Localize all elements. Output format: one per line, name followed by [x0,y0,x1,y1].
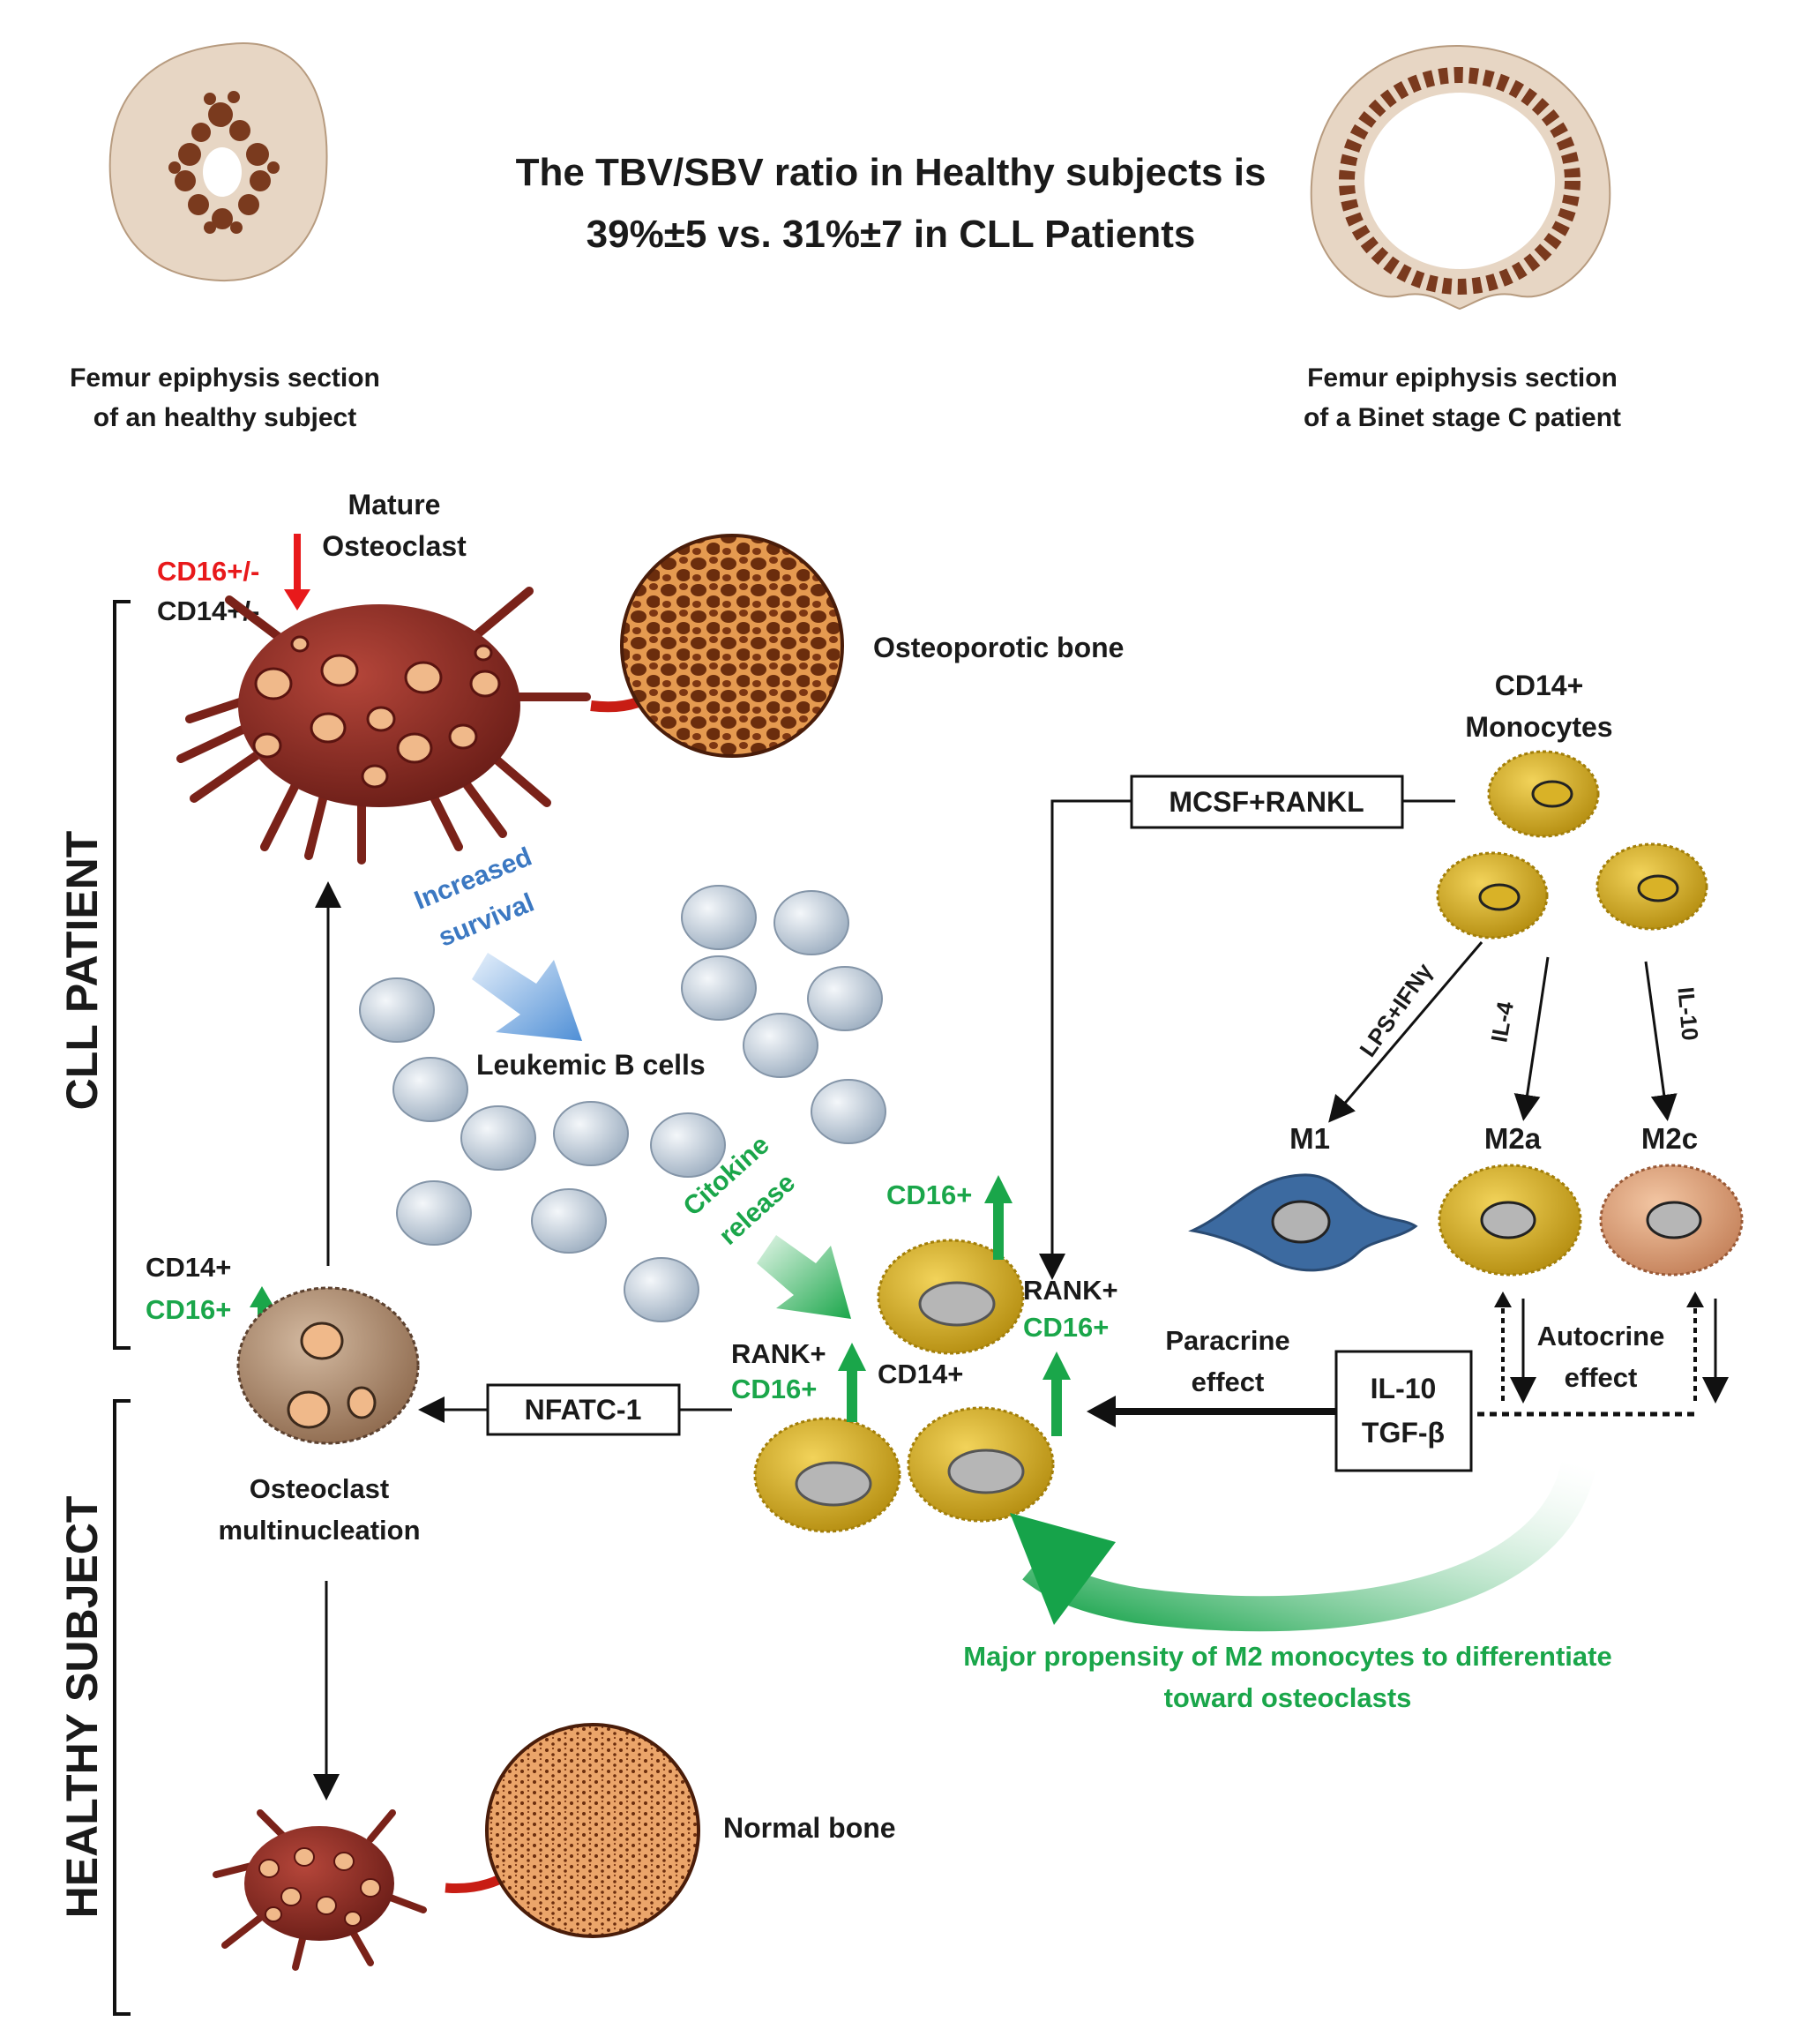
patient-section-caption-2: of a Binet stage C patient [1304,403,1621,432]
paracrine-arrowhead [1087,1396,1116,1427]
central-monocyte-left [753,1417,901,1533]
monocyte-middle-right [1595,842,1708,931]
citokine-release-arrow [757,1235,851,1319]
central-monocyte-top [877,1239,1025,1355]
cd16-plus-minus: CD16+/- [157,556,259,587]
increased-survival-arrow [472,953,582,1041]
arrow-il4-to-m2a [1513,956,1550,1121]
leukemic-b-cells-label: Leukemic B cells [476,1049,706,1081]
mature-osteoclast-label-2: Osteoclast [322,530,467,562]
rank-plus-left: RANK+ [731,1338,826,1369]
mature-osteoclast-label: Mature [348,489,441,520]
leukemic-b-cells [359,885,886,1322]
cd16-plus-top: CD16+ [886,1179,972,1210]
monocyte-middle-left [1436,851,1549,940]
cd14-plus-multi: CD14+ [146,1252,231,1283]
m2-propensity-arrowhead [1010,1513,1116,1625]
cd14-monocytes-label: CD14+ [1495,670,1584,701]
osteoporotic-bone [620,534,844,758]
osteoclast-multinucleation-label-2: multinucleation [218,1515,420,1546]
central-monocyte-right [907,1406,1055,1523]
m2c-macrophage [1599,1164,1744,1277]
mature-osteoclast-cell [176,587,591,865]
header-title-line-1: The TBV/SBV ratio in Healthy subjects is [516,151,1267,194]
patient-femur-section [1310,44,1611,311]
m2-propensity-curve [1022,1460,1596,1632]
arrow-il10-to-m2c [1644,961,1678,1121]
autocrine-arrows [1477,1292,1729,1417]
mcsf-rankl-box [1130,775,1404,829]
arrow-lps-to-m1 [1328,941,1483,1123]
multinucleated-osteoclast [236,1286,420,1445]
m1-macrophage [1188,1173,1418,1272]
cd16-plus-right: CD16+ [1023,1312,1109,1343]
cd14-monocytes-label-2: Monocytes [1465,711,1612,743]
header-title-line-2: 39%±5 vs. 31%±7 in CLL Patients [587,213,1196,256]
cd16-down-arrowhead [284,589,310,610]
il10-box-label: IL-10 [1371,1373,1437,1404]
healthy-section-caption-2: of an healthy subject [93,403,356,432]
m2a-macrophage [1438,1164,1582,1277]
cll-bracket [113,600,131,1350]
healthy-subject-label: HEALTHY SUBJECT [57,1496,107,1919]
cd16-plus-multi: CD16+ [146,1294,231,1325]
nfatc-box-label: NFATC-1 [525,1394,642,1426]
healthy-section-caption: Femur epiphysis section [70,363,380,393]
osteoclast-multinucleation-label: Osteoclast [250,1473,390,1504]
tgf-box-label: TGF-β [1362,1417,1445,1449]
cd14-plus-center: CD14+ [878,1359,963,1389]
il4-label: IL-4 [1485,1000,1519,1044]
mcsf-rankl-box-label: MCSF+RANKL [1169,786,1364,818]
nfatc-box [486,1383,681,1436]
il10-label: IL-10 [1672,986,1703,1042]
m2c-label: M2c [1641,1122,1698,1155]
m2a-label: M2a [1484,1122,1542,1155]
arrow-mcsf-to-monocytes [1039,799,1132,1280]
healthy-bracket [113,1399,131,2016]
paracrine-effect-label-2: effect [1192,1366,1265,1397]
monocyte-top [1487,750,1600,838]
rank-plus-right: RANK+ [1023,1275,1118,1306]
osteoporotic-bone-label: Osteoporotic bone [873,632,1124,663]
autocrine-effect-label: Autocrine [1537,1321,1665,1351]
major-propensity-label-2: toward osteoclasts [1164,1682,1412,1713]
normal-bone-label: Normal bone [723,1812,896,1844]
cd16-plus-left: CD16+ [731,1374,817,1404]
major-propensity-label: Major propensity of M2 monocytes to diff… [963,1641,1611,1672]
normal-bone [485,1723,700,1938]
patient-section-caption: Femur epiphysis section [1307,363,1618,393]
cll-patient-label: CLL PATIENT [57,831,107,1111]
paracrine-effect-label: Paracrine [1165,1325,1289,1356]
il10-tgf-box [1334,1350,1473,1472]
healthy-osteoclast-cell [213,1809,427,1971]
healthy-femur-section [108,42,328,282]
m1-label: M1 [1289,1122,1330,1155]
autocrine-effect-label-2: effect [1565,1362,1638,1393]
